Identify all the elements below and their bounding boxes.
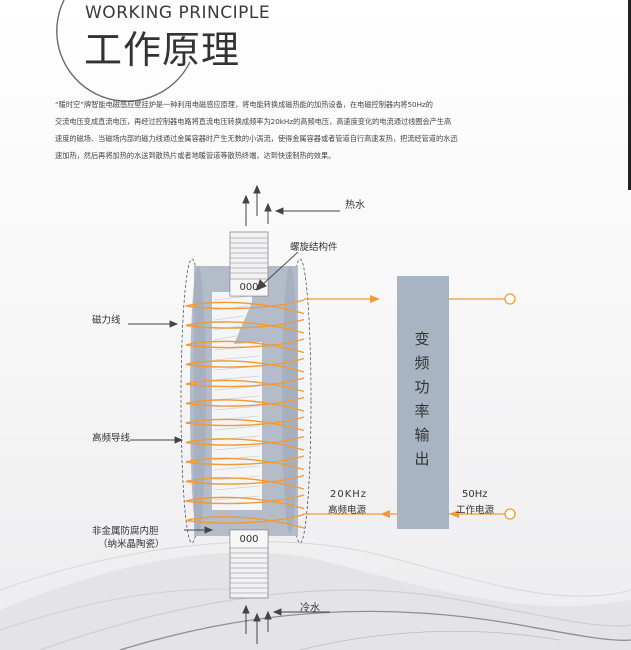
label-hf-source: 高频电源 <box>328 505 367 516</box>
cold-water-arrows <box>242 604 272 644</box>
coil-loop <box>185 357 305 373</box>
coil-loop <box>185 377 305 393</box>
coil-loop <box>185 396 305 412</box>
wave-shape <box>0 552 631 650</box>
coil-loop <box>185 338 305 354</box>
header-arc <box>56 0 191 102</box>
label-hf-wire: 高频导线 <box>92 433 131 444</box>
title-english: WORKING PRINCIPLE <box>85 3 271 23</box>
description-line: 速度的磁场、当磁场内部的磁力线通过金属容器时产生无数的小涡流，使得金属容器或者管… <box>55 134 458 143</box>
label-cold-water: 冷水 <box>300 603 320 614</box>
converter-char: 频 <box>414 354 430 372</box>
coil-loop <box>185 513 305 529</box>
coil-loop <box>185 435 305 451</box>
converter-char: 输 <box>414 426 430 444</box>
coil-loop <box>185 455 305 471</box>
label-liner: 非金属防腐内胆 <box>92 526 159 537</box>
bottom-port-marks: 000 <box>239 534 259 545</box>
coil-loop <box>185 474 305 490</box>
coil-loop <box>185 318 305 334</box>
label-mains-source: 工作电源 <box>456 505 495 516</box>
converter-char: 变 <box>414 330 430 348</box>
coil-loop <box>185 416 305 432</box>
converter-char: 功 <box>414 378 430 396</box>
spiral-leader <box>261 251 299 286</box>
coil-winding <box>185 299 305 529</box>
coil-loop <box>185 299 305 315</box>
converter-label: 变 频 功 率 输 出 <box>398 328 446 472</box>
label-liner-material: （纳米晶陶瓷） <box>98 539 165 550</box>
description-line: 交流电压变成直流电压，再经过控制器电路将直流电压转换成频率为20kHz的高频电压… <box>55 117 452 126</box>
label-magnetic-lines: 磁力线 <box>92 315 121 326</box>
converter-panel <box>397 276 449 529</box>
terminal-top <box>504 293 516 305</box>
title-chinese: 工作原理 <box>84 28 241 72</box>
hot-water-arrows <box>242 184 272 226</box>
coil-loop <box>185 494 305 510</box>
description-line: “暖时空”牌智能电磁感应壁挂炉是一种利用电磁感应原理，将电能转换成磁热能的加热设… <box>55 100 433 109</box>
label-hot-water: 热水 <box>345 200 365 211</box>
top-port-marks: 000 <box>239 282 259 293</box>
label-spiral: 螺旋结构件 <box>290 242 338 253</box>
page-edge-bar <box>628 0 631 190</box>
terminal-bottom <box>504 508 516 520</box>
label-mains-frequency: 50Hz <box>462 489 488 500</box>
description-paragraph: “暖时空”牌智能电磁感应壁挂炉是一种利用电磁感应原理，将电能转换成磁热能的加热设… <box>55 96 600 164</box>
converter-char: 率 <box>414 402 430 420</box>
description-line: 速加热，然后再将加热的水送到散热片或者地暖管道等散热终端，达到快速制热的效果。 <box>55 151 336 160</box>
converter-char: 出 <box>414 450 430 468</box>
label-hf-frequency: 20KHz <box>330 489 368 500</box>
